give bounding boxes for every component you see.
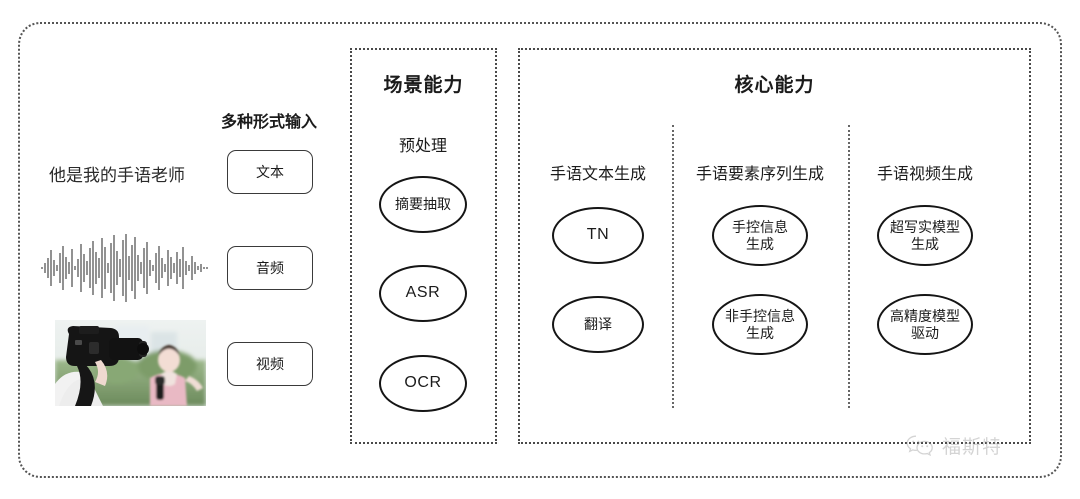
core-node-translation[interactable]: 翻译 <box>552 296 644 353</box>
core-column-divider-2 <box>848 125 850 408</box>
core-node-non-manual-feature-generation[interactable]: 非手控信息 生成 <box>712 294 808 355</box>
scene-capability-title: 场景能力 <box>383 75 464 96</box>
core-column-label-element-sequence: 手语要素序列生成 <box>695 166 825 183</box>
core-node-manual-feature-generation[interactable]: 手控信息 生成 <box>712 205 808 266</box>
scene-node-asr[interactable]: ASR <box>379 265 467 322</box>
audio-waveform-icon <box>41 234 208 302</box>
modality-pill-text[interactable]: 文本 <box>227 150 313 194</box>
scene-group-label: 预处理 <box>398 138 448 155</box>
core-node-tn[interactable]: TN <box>552 207 644 264</box>
video-thumbnail-image <box>55 320 206 406</box>
core-capability-title: 核心能力 <box>734 75 815 96</box>
scene-node-ocr[interactable]: OCR <box>379 355 467 412</box>
core-node-high-precision-model-driving[interactable]: 高精度模型 驱动 <box>877 294 973 355</box>
core-column-divider-1 <box>672 125 674 408</box>
wechat-icon <box>906 435 933 456</box>
core-column-label-video-generation: 手语视频生成 <box>876 166 974 183</box>
video-thumbnail <box>55 320 206 406</box>
modality-label: 视频 <box>256 356 284 372</box>
core-node-hyperrealistic-model-generation[interactable]: 超写实模型 生成 <box>877 205 973 266</box>
sample-text-input: 他是我的手语老师 <box>49 166 185 185</box>
modality-label: 文本 <box>256 164 284 180</box>
scene-capability-box: 场景能力 <box>350 48 497 444</box>
input-section-heading: 多种形式输入 <box>221 114 318 131</box>
scene-node-summary[interactable]: 摘要抽取 <box>379 176 467 233</box>
modality-label: 音频 <box>256 260 284 276</box>
core-column-label-text-generation: 手语文本生成 <box>549 166 647 183</box>
core-capability-box: 核心能力 <box>518 48 1031 444</box>
watermark: 福斯特 <box>905 432 1002 459</box>
outer-frame <box>18 22 1062 478</box>
modality-pill-audio[interactable]: 音频 <box>227 246 313 290</box>
modality-pill-video[interactable]: 视频 <box>227 342 313 386</box>
watermark-text: 福斯特 <box>942 437 1003 458</box>
